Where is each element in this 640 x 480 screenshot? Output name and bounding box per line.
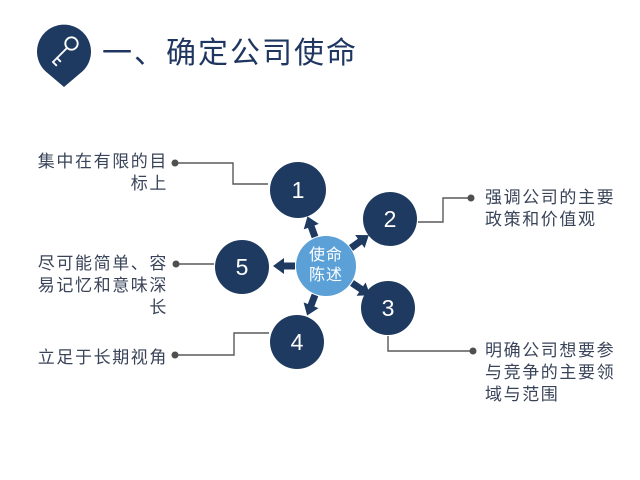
label-line: 立足于长期视角 — [37, 348, 168, 367]
center-line-1: 使命 — [308, 247, 343, 264]
connector-policy — [418, 197, 471, 223]
label-line: 长 — [149, 298, 168, 317]
label-line: 域与范围 — [485, 385, 560, 404]
key-icon — [37, 24, 91, 87]
label-line: 标上 — [130, 174, 168, 193]
connector-scope — [387, 336, 473, 352]
label-line: 明确公司想要参 — [485, 341, 616, 360]
node-2-number: 2 — [383, 205, 397, 232]
node-2: 2 — [363, 192, 417, 246]
node-1: 1 — [270, 162, 326, 218]
node-5: 5 — [215, 240, 269, 294]
center-line-2: 陈述 — [308, 267, 343, 284]
label-line: 与竞争的主要领 — [485, 363, 616, 382]
node-4: 4 — [270, 315, 324, 369]
label-focus-goals: 集中在有限的目 标上 — [8, 151, 168, 195]
page-title: 一、确定公司使命 — [102, 37, 358, 70]
node-3: 3 — [361, 281, 415, 335]
node-5-number: 5 — [235, 253, 249, 280]
label-line: 强调公司的主要 — [485, 188, 616, 207]
label-line: 易记忆和意味深 — [37, 276, 168, 295]
label-line: 集中在有限的目 — [37, 152, 168, 171]
label-simple-memorable: 尽可能简单、容 易记忆和意味深 长 — [8, 253, 168, 319]
label-long-term: 立足于长期视角 — [8, 347, 168, 369]
node-3-number: 3 — [381, 294, 395, 321]
label-competition-scope: 明确公司想要参 与竞争的主要领 域与范围 — [485, 340, 640, 406]
connector-long — [175, 332, 269, 356]
arrow-to-5 — [273, 258, 295, 274]
node-1-number: 1 — [291, 176, 305, 203]
node-4-number: 4 — [290, 328, 304, 355]
arrow-to-4 — [303, 293, 319, 316]
label-line: 尽可能简单、容 — [37, 254, 168, 273]
label-policies-values: 强调公司的主要 政策和价值观 — [485, 187, 640, 231]
center-mission-circle: 使命 陈述 — [296, 236, 356, 296]
key-badge — [35, 24, 93, 93]
label-line: 政策和价值观 — [485, 210, 597, 229]
connector-focus — [175, 162, 268, 185]
